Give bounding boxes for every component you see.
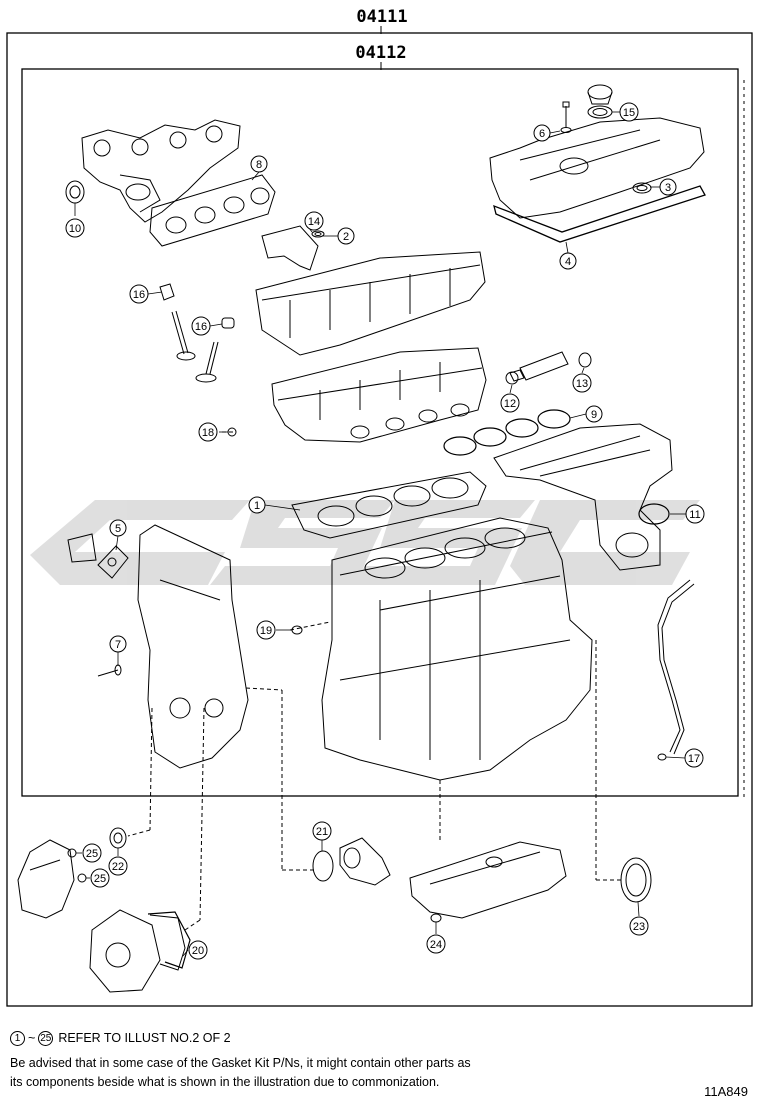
range-start-circle: 1	[10, 1031, 25, 1046]
oil-seal-23	[620, 857, 652, 903]
callout-11: 11	[685, 504, 705, 524]
svg-text:1: 1	[254, 500, 260, 512]
svg-text:7: 7	[115, 639, 121, 651]
svg-text:24: 24	[430, 939, 442, 951]
callout-7: 7	[109, 635, 127, 653]
svg-text:8: 8	[256, 159, 262, 171]
bolt-7	[97, 664, 122, 677]
outer-kit-frame	[6, 32, 753, 1007]
refer-text: REFER TO ILLUST NO.2 OF 2	[58, 1031, 231, 1045]
callout-17: 17	[684, 748, 704, 768]
watermark-logo	[30, 500, 700, 585]
oil-pan-part	[409, 841, 567, 923]
injector-part	[505, 351, 592, 385]
svg-text:20: 20	[192, 945, 204, 957]
gasket-5	[67, 533, 129, 579]
oil-cap-part	[587, 84, 613, 119]
callout-16b: 16	[191, 316, 211, 336]
callout-22: 22	[108, 856, 128, 876]
svg-text:6: 6	[539, 128, 545, 140]
head-cover-part	[489, 117, 705, 219]
head-cover-gasket-part	[493, 185, 706, 243]
ring-gasket-11	[638, 503, 670, 525]
intake-manifold-part	[493, 423, 673, 571]
svg-text:13: 13	[576, 378, 588, 390]
refer-note: 1 ~ 25 REFER TO ILLUST NO.2 OF 2	[10, 1029, 231, 1048]
callout-25b: 25	[90, 868, 110, 888]
camshaft-housing-part	[255, 251, 486, 356]
callout-9: 9	[585, 405, 603, 423]
svg-text:25: 25	[86, 848, 98, 860]
callout-8: 8	[250, 155, 268, 173]
svg-text:16: 16	[133, 289, 145, 301]
callout-15: 15	[619, 102, 639, 122]
callout-6: 6	[533, 124, 551, 142]
callout-24: 24	[426, 934, 446, 954]
svg-text:16: 16	[195, 321, 207, 333]
oil-pump-part	[17, 827, 127, 919]
callout-14: 14	[304, 211, 324, 231]
callout-16a: 16	[129, 284, 149, 304]
illustration-code: 11A849	[704, 1084, 748, 1099]
callout-25a: 25	[82, 843, 102, 863]
vvt-part-14	[261, 225, 325, 271]
head-gasket-part	[291, 471, 487, 539]
svg-text:17: 17	[688, 753, 700, 765]
water-pump-part	[89, 909, 186, 993]
cylinder-block-part	[321, 517, 593, 781]
exhaust-manifold-part	[81, 119, 241, 223]
callout-3: 3	[659, 178, 677, 196]
gasket-20	[147, 911, 191, 969]
svg-text:4: 4	[565, 256, 571, 268]
callout-19: 19	[256, 620, 276, 640]
svg-text:19: 19	[260, 625, 272, 637]
small-seal-19	[291, 625, 303, 635]
thermostat-part	[312, 837, 391, 886]
advisory-line-2: its components beside what is shown in t…	[10, 1075, 440, 1089]
svg-text:22: 22	[112, 861, 124, 873]
bolt-6	[560, 101, 572, 133]
outer-kit-label: 04111	[356, 7, 407, 27]
svg-text:15: 15	[623, 107, 635, 119]
svg-text:14: 14	[308, 216, 320, 228]
callout-4: 4	[559, 252, 577, 270]
callout-5: 5	[109, 519, 127, 537]
callout-12: 12	[500, 393, 520, 413]
svg-text:9: 9	[591, 409, 597, 421]
callout-23: 23	[629, 916, 649, 936]
svg-text:2: 2	[343, 231, 349, 243]
dipstick-part	[657, 579, 695, 761]
svg-text:10: 10	[69, 223, 81, 235]
callout-1: 1	[248, 496, 266, 514]
inner-kit-frame	[21, 68, 739, 797]
callout-18: 18	[198, 422, 218, 442]
callout-20: 20	[188, 940, 208, 960]
inner-kit-label: 04112	[355, 43, 406, 63]
callout-leaders	[74, 111, 686, 957]
exhaust-gasket-part	[149, 174, 276, 247]
svg-text:18: 18	[202, 427, 214, 439]
svg-text:25: 25	[94, 873, 106, 885]
ring-gasket-10	[65, 180, 85, 204]
callout-13: 13	[572, 373, 592, 393]
advisory-line-1: Be advised that in some case of the Gask…	[10, 1056, 471, 1070]
cylinder-head-part	[271, 347, 487, 443]
svg-text:3: 3	[665, 182, 671, 194]
valve-parts	[159, 283, 235, 383]
range-end-circle: 25	[38, 1031, 54, 1046]
range-separator: ~	[28, 1031, 36, 1045]
seal-3	[632, 182, 652, 194]
callout-10: 10	[65, 218, 85, 238]
svg-text:23: 23	[633, 921, 645, 933]
svg-text:5: 5	[115, 523, 121, 535]
leader-lines	[127, 431, 622, 931]
svg-text:21: 21	[316, 826, 328, 838]
callout-2: 2	[337, 227, 355, 245]
svg-text:12: 12	[504, 398, 516, 410]
timing-cover-part	[137, 524, 249, 769]
svg-text:11: 11	[689, 509, 700, 521]
intake-gasket-part	[443, 409, 571, 456]
callout-21: 21	[312, 821, 332, 841]
